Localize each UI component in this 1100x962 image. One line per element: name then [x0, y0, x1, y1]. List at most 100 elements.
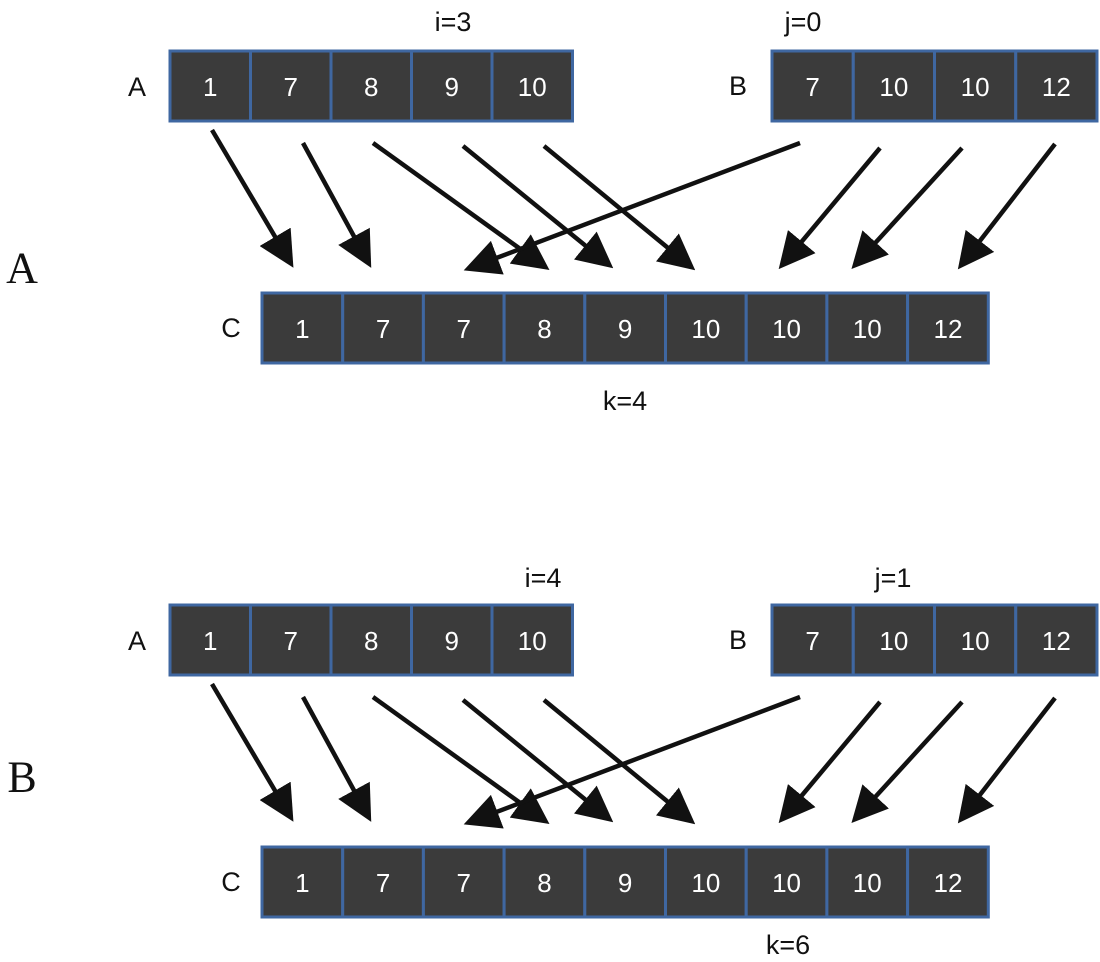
array-a-cell-value-1: 7 [284, 72, 298, 102]
array-a-cell-value-2: 8 [364, 72, 378, 102]
merge-arrow-4 [542, 698, 696, 825]
array-c-cell-8 [906, 845, 990, 919]
array-c-cell-value-7: 10 [853, 314, 882, 344]
merge-arrow-3 [461, 698, 614, 823]
merge-arrow-6 [778, 146, 882, 270]
pointer-i-label: i=4 [525, 563, 562, 593]
array-a-cell-value-3: 9 [445, 72, 459, 102]
array-a-cell-value-0: 1 [203, 626, 217, 656]
array-c-cell-6 [744, 845, 829, 919]
pointer-k-label: k=6 [766, 930, 810, 960]
array-c-cell-value-4: 9 [618, 314, 632, 344]
merge-arrow-0 [210, 682, 294, 822]
array-b-cell-0 [770, 49, 855, 123]
array-b-label: B [729, 71, 747, 101]
merge-arrow-1 [301, 141, 372, 268]
array-b-label: B [729, 625, 747, 655]
array-c-cell-value-1: 7 [376, 868, 390, 898]
array-a-cell-value-0: 1 [203, 72, 217, 102]
merge-arrow-5 [463, 694, 801, 829]
array-a-cell-2 [329, 49, 413, 123]
array-c-cell-value-7: 10 [853, 868, 882, 898]
array-c-cell-value-8: 12 [933, 868, 962, 898]
array-a-cell-value-3: 9 [445, 626, 459, 656]
array-c-cell-value-5: 10 [691, 314, 720, 344]
array-b-cell-1 [851, 49, 936, 123]
panel-label: B [7, 753, 36, 802]
merge-arrow-3 [461, 144, 614, 269]
array-a-cell-4 [490, 603, 574, 677]
array-b-cell-value-1: 10 [879, 626, 908, 656]
panel-b: B A B C 1 7 8 9 10 7 10 10 12 1 7 7 8 9 10 10 10 12 i=4 j=1 k=6 [7, 563, 1099, 960]
array-c-cell-7 [825, 291, 910, 365]
array-c-cell-value-6: 10 [772, 314, 801, 344]
array-b-cell-value-2: 10 [961, 626, 990, 656]
array-c-cell-value-2: 7 [457, 314, 471, 344]
array-c-cell-2 [421, 291, 506, 365]
array-a-cell-value-2: 8 [364, 626, 378, 656]
array-c-cell-7 [825, 845, 910, 919]
array-b-cell-2 [933, 603, 1018, 677]
array-c-cell-value-8: 12 [933, 314, 962, 344]
array-c-cell-value-6: 10 [772, 868, 801, 898]
array-a-cell-1 [249, 49, 333, 123]
array-a-cell-2 [329, 603, 413, 677]
array-b-cell-value-2: 10 [961, 72, 990, 102]
merge-arrow-6 [778, 700, 882, 824]
array-a-cell-value-4: 10 [518, 72, 547, 102]
array-c-cell-0 [260, 845, 345, 919]
merge-arrow-7 [851, 700, 964, 823]
array-b-cell-2 [933, 49, 1018, 123]
array-a-cell-0 [168, 49, 252, 123]
pointer-j-label: j=1 [874, 563, 912, 593]
panel-a: A A B C 1 7 8 9 10 7 10 10 12 1 7 7 8 9 10 10 10 12 i=3 j=0 k=4 [6, 7, 1099, 416]
array-b-cell-value-0: 7 [805, 72, 819, 102]
merge-arrow-8 [957, 696, 1057, 824]
array-b-cell-3 [1014, 603, 1099, 677]
pointer-k-label: k=4 [603, 386, 647, 416]
array-c-label: C [221, 313, 241, 343]
array-c-cell-value-5: 10 [691, 868, 720, 898]
array-c-cell-value-0: 1 [295, 314, 309, 344]
pointer-i-label: i=3 [435, 7, 472, 37]
array-a-label: A [128, 626, 146, 656]
array-a-cell-1 [249, 603, 333, 677]
array-a-cell-value-1: 7 [284, 626, 298, 656]
array-a-cell-value-4: 10 [518, 626, 547, 656]
merge-arrow-2 [371, 695, 550, 824]
array-b-cell-value-3: 12 [1042, 626, 1071, 656]
array-c-cell-value-0: 1 [295, 868, 309, 898]
merge-arrow-1 [301, 695, 372, 822]
array-b-cell-value-0: 7 [805, 626, 819, 656]
array-c-label: C [221, 867, 241, 897]
array-c-cell-value-3: 8 [537, 868, 551, 898]
array-c-cell-value-1: 7 [376, 314, 390, 344]
merge-arrow-5 [463, 140, 801, 275]
array-c-cell-6 [744, 291, 829, 365]
array-a-cell-0 [168, 603, 252, 677]
array-a-label: A [128, 72, 146, 102]
merge-arrow-8 [957, 142, 1057, 270]
array-c-cell-value-4: 9 [618, 868, 632, 898]
array-b-cell-value-1: 10 [879, 72, 908, 102]
array-c-cell-8 [906, 291, 990, 365]
array-b-cell-value-3: 12 [1042, 72, 1071, 102]
array-c-cell-value-3: 8 [537, 314, 551, 344]
array-c-cell-3 [502, 291, 587, 365]
merge-arrow-4 [542, 144, 696, 271]
merge-arrow-0 [210, 128, 294, 268]
array-c-cell-0 [260, 291, 345, 365]
array-a-cell-4 [490, 49, 574, 123]
array-c-cell-4 [583, 845, 667, 919]
array-c-cell-2 [421, 845, 506, 919]
array-c-cell-4 [583, 291, 667, 365]
array-c-cell-value-2: 7 [457, 868, 471, 898]
pointer-j-label: j=0 [784, 7, 822, 37]
merge-arrow-7 [851, 146, 964, 269]
merge-arrow-2 [371, 141, 550, 270]
array-c-cell-1 [341, 845, 425, 919]
panel-label: A [6, 244, 38, 293]
array-b-cell-3 [1014, 49, 1099, 123]
